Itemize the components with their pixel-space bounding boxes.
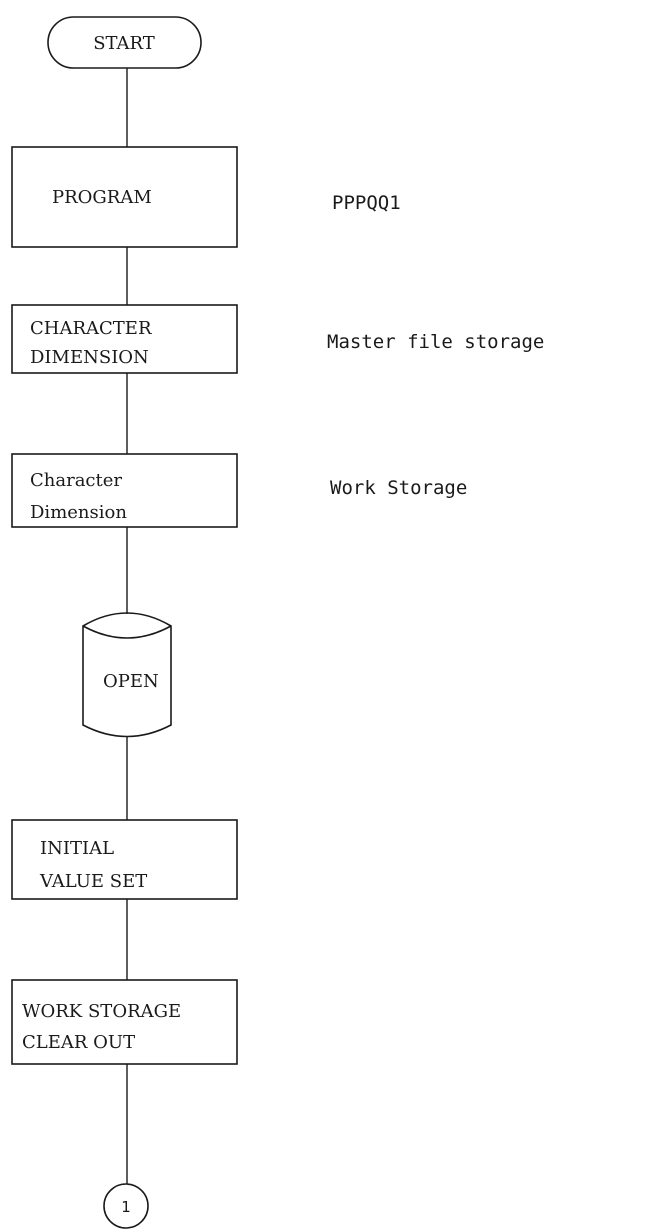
start-terminator-shape xyxy=(47,16,202,69)
process-character-dimension-upper-note: Master file storage xyxy=(327,331,544,353)
storage-open: OPEN xyxy=(82,612,172,738)
process-character-dimension-lower-note: Work Storage xyxy=(330,477,467,499)
process-character-dimension-upper-line1: CHARACTER xyxy=(30,318,152,339)
process-initial-value-set-line1: INITIAL xyxy=(40,838,114,859)
process-work-storage-clear-out-line2: CLEAR OUT xyxy=(22,1032,135,1053)
process-character-dimension-lower-box xyxy=(11,453,238,528)
process-initial-value-set-line2: VALUE SET xyxy=(39,871,147,892)
process-work-storage-clear-out: WORK STORAGE CLEAR OUT xyxy=(11,979,238,1065)
process-initial-value-set: INITIAL VALUE SET xyxy=(11,819,238,900)
process-character-dimension-upper-box xyxy=(11,304,238,374)
storage-open-top-curve xyxy=(82,625,172,639)
process-character-dimension-upper: CHARACTER DIMENSION Master file storage xyxy=(11,304,544,374)
connector-1-circle xyxy=(103,1183,149,1229)
process-character-dimension-lower: Character Dimension Work Storage xyxy=(11,453,467,528)
process-character-dimension-lower-line2: Dimension xyxy=(30,502,127,523)
connector-1: 1 xyxy=(103,1183,149,1229)
process-program-note: PPPQQ1 xyxy=(332,192,401,214)
start-terminator: START xyxy=(47,16,202,69)
storage-open-label: OPEN xyxy=(103,671,159,692)
process-initial-value-set-box xyxy=(11,819,238,900)
process-work-storage-clear-out-box xyxy=(11,979,238,1065)
process-character-dimension-upper-line2: DIMENSION xyxy=(30,347,149,368)
process-program-box xyxy=(11,146,238,248)
process-program-label: PROGRAM xyxy=(52,187,152,208)
connector-1-label: 1 xyxy=(121,1198,131,1216)
storage-open-cylinder xyxy=(82,612,172,738)
process-program: PROGRAM PPPQQ1 xyxy=(11,146,401,248)
start-label: START xyxy=(93,33,155,54)
process-work-storage-clear-out-line1: WORK STORAGE xyxy=(22,1001,181,1022)
process-character-dimension-lower-line1: Character xyxy=(30,470,122,491)
